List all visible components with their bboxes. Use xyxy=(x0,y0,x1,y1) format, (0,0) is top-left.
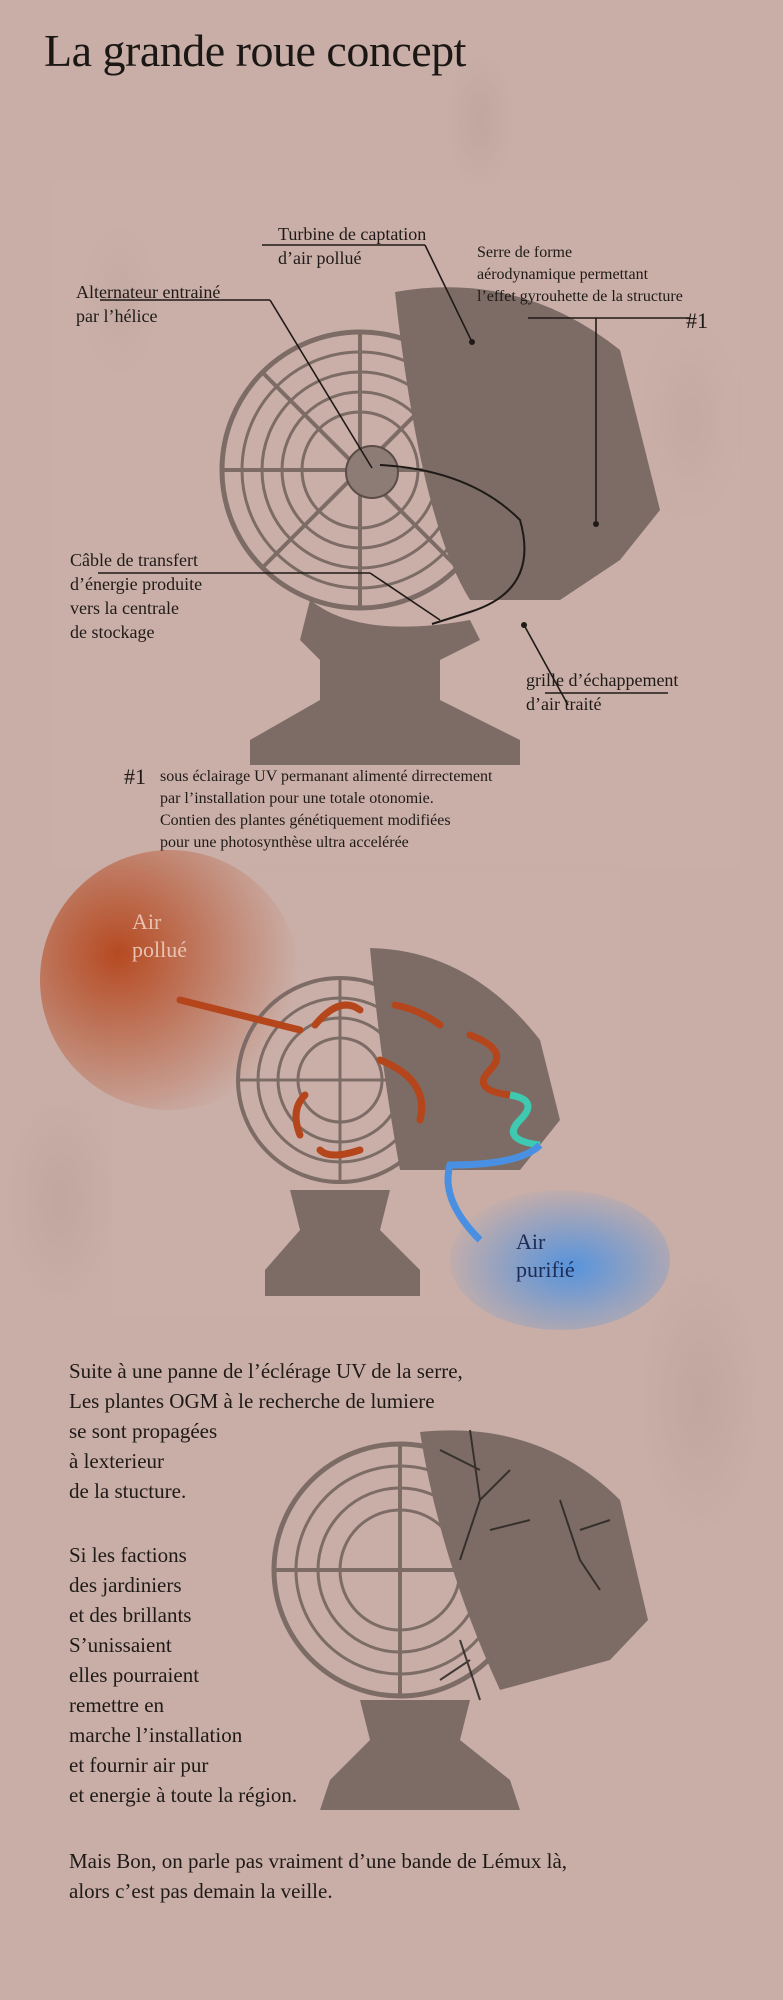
footnote-text: sous éclairage UV permanant alimenté dir… xyxy=(160,768,493,851)
polluted-air-cloud xyxy=(40,850,300,1110)
purified-air-cloud xyxy=(450,1190,670,1330)
label-grille: grille d’échappement d’air traité xyxy=(526,670,679,714)
label-serre: Serre de forme aérodynamique permettant … xyxy=(477,244,683,305)
machine-1 xyxy=(219,287,660,765)
plant-growth xyxy=(439,1429,611,1701)
purification-path xyxy=(509,1091,541,1149)
footnote-ref-marker: #1 xyxy=(124,764,146,789)
polluted-airflow-arrows xyxy=(176,996,514,1159)
serre-ref-marker: #1 xyxy=(686,308,708,333)
label-air-purifie: Air purifié xyxy=(516,1229,575,1282)
label-cable: Câble de transfert d’énergie produite ve… xyxy=(70,550,203,642)
label-air-pollue: Air pollué xyxy=(132,909,187,962)
story-paragraph-1: Suite à une panne de l’éclérage UV de la… xyxy=(69,1359,463,1503)
label-alternateur: Alternateur entrainé par l’hélice xyxy=(76,282,221,326)
label-turbine: Turbine de captation d’air pollué xyxy=(278,224,427,268)
story-paragraph-3: Mais Bon, on parle pas vraiment d’une ba… xyxy=(69,1849,568,1903)
story-paragraph-2: Si les factions des jardiniers et des br… xyxy=(69,1543,298,1807)
page-title: La grande roue concept xyxy=(44,25,466,76)
